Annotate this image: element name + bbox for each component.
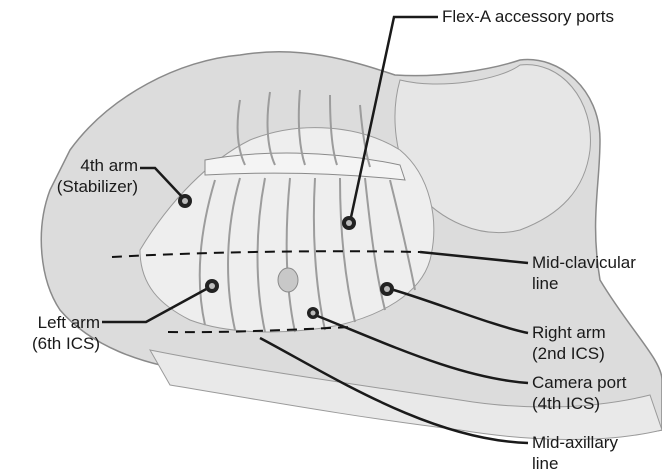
fourth-arm-port-marker [178, 194, 192, 208]
label-flex-ports: Flex-A accessory ports [442, 6, 614, 27]
left-arm-port-marker [205, 279, 219, 293]
label-camera-port: Camera port (4th ICS) [532, 372, 626, 414]
camera-port-marker [307, 307, 319, 319]
label-mid-clavicular: Mid-clavicular line [532, 252, 636, 294]
label-right-arm: Right arm (2nd ICS) [532, 322, 606, 364]
label-fourth-arm: 4th arm (Stabilizer) [6, 155, 138, 197]
label-left-arm: Left arm (6th ICS) [2, 312, 100, 354]
flex-port-marker [342, 216, 356, 230]
organ-blob [278, 268, 298, 292]
right-arm-port-marker [380, 282, 394, 296]
